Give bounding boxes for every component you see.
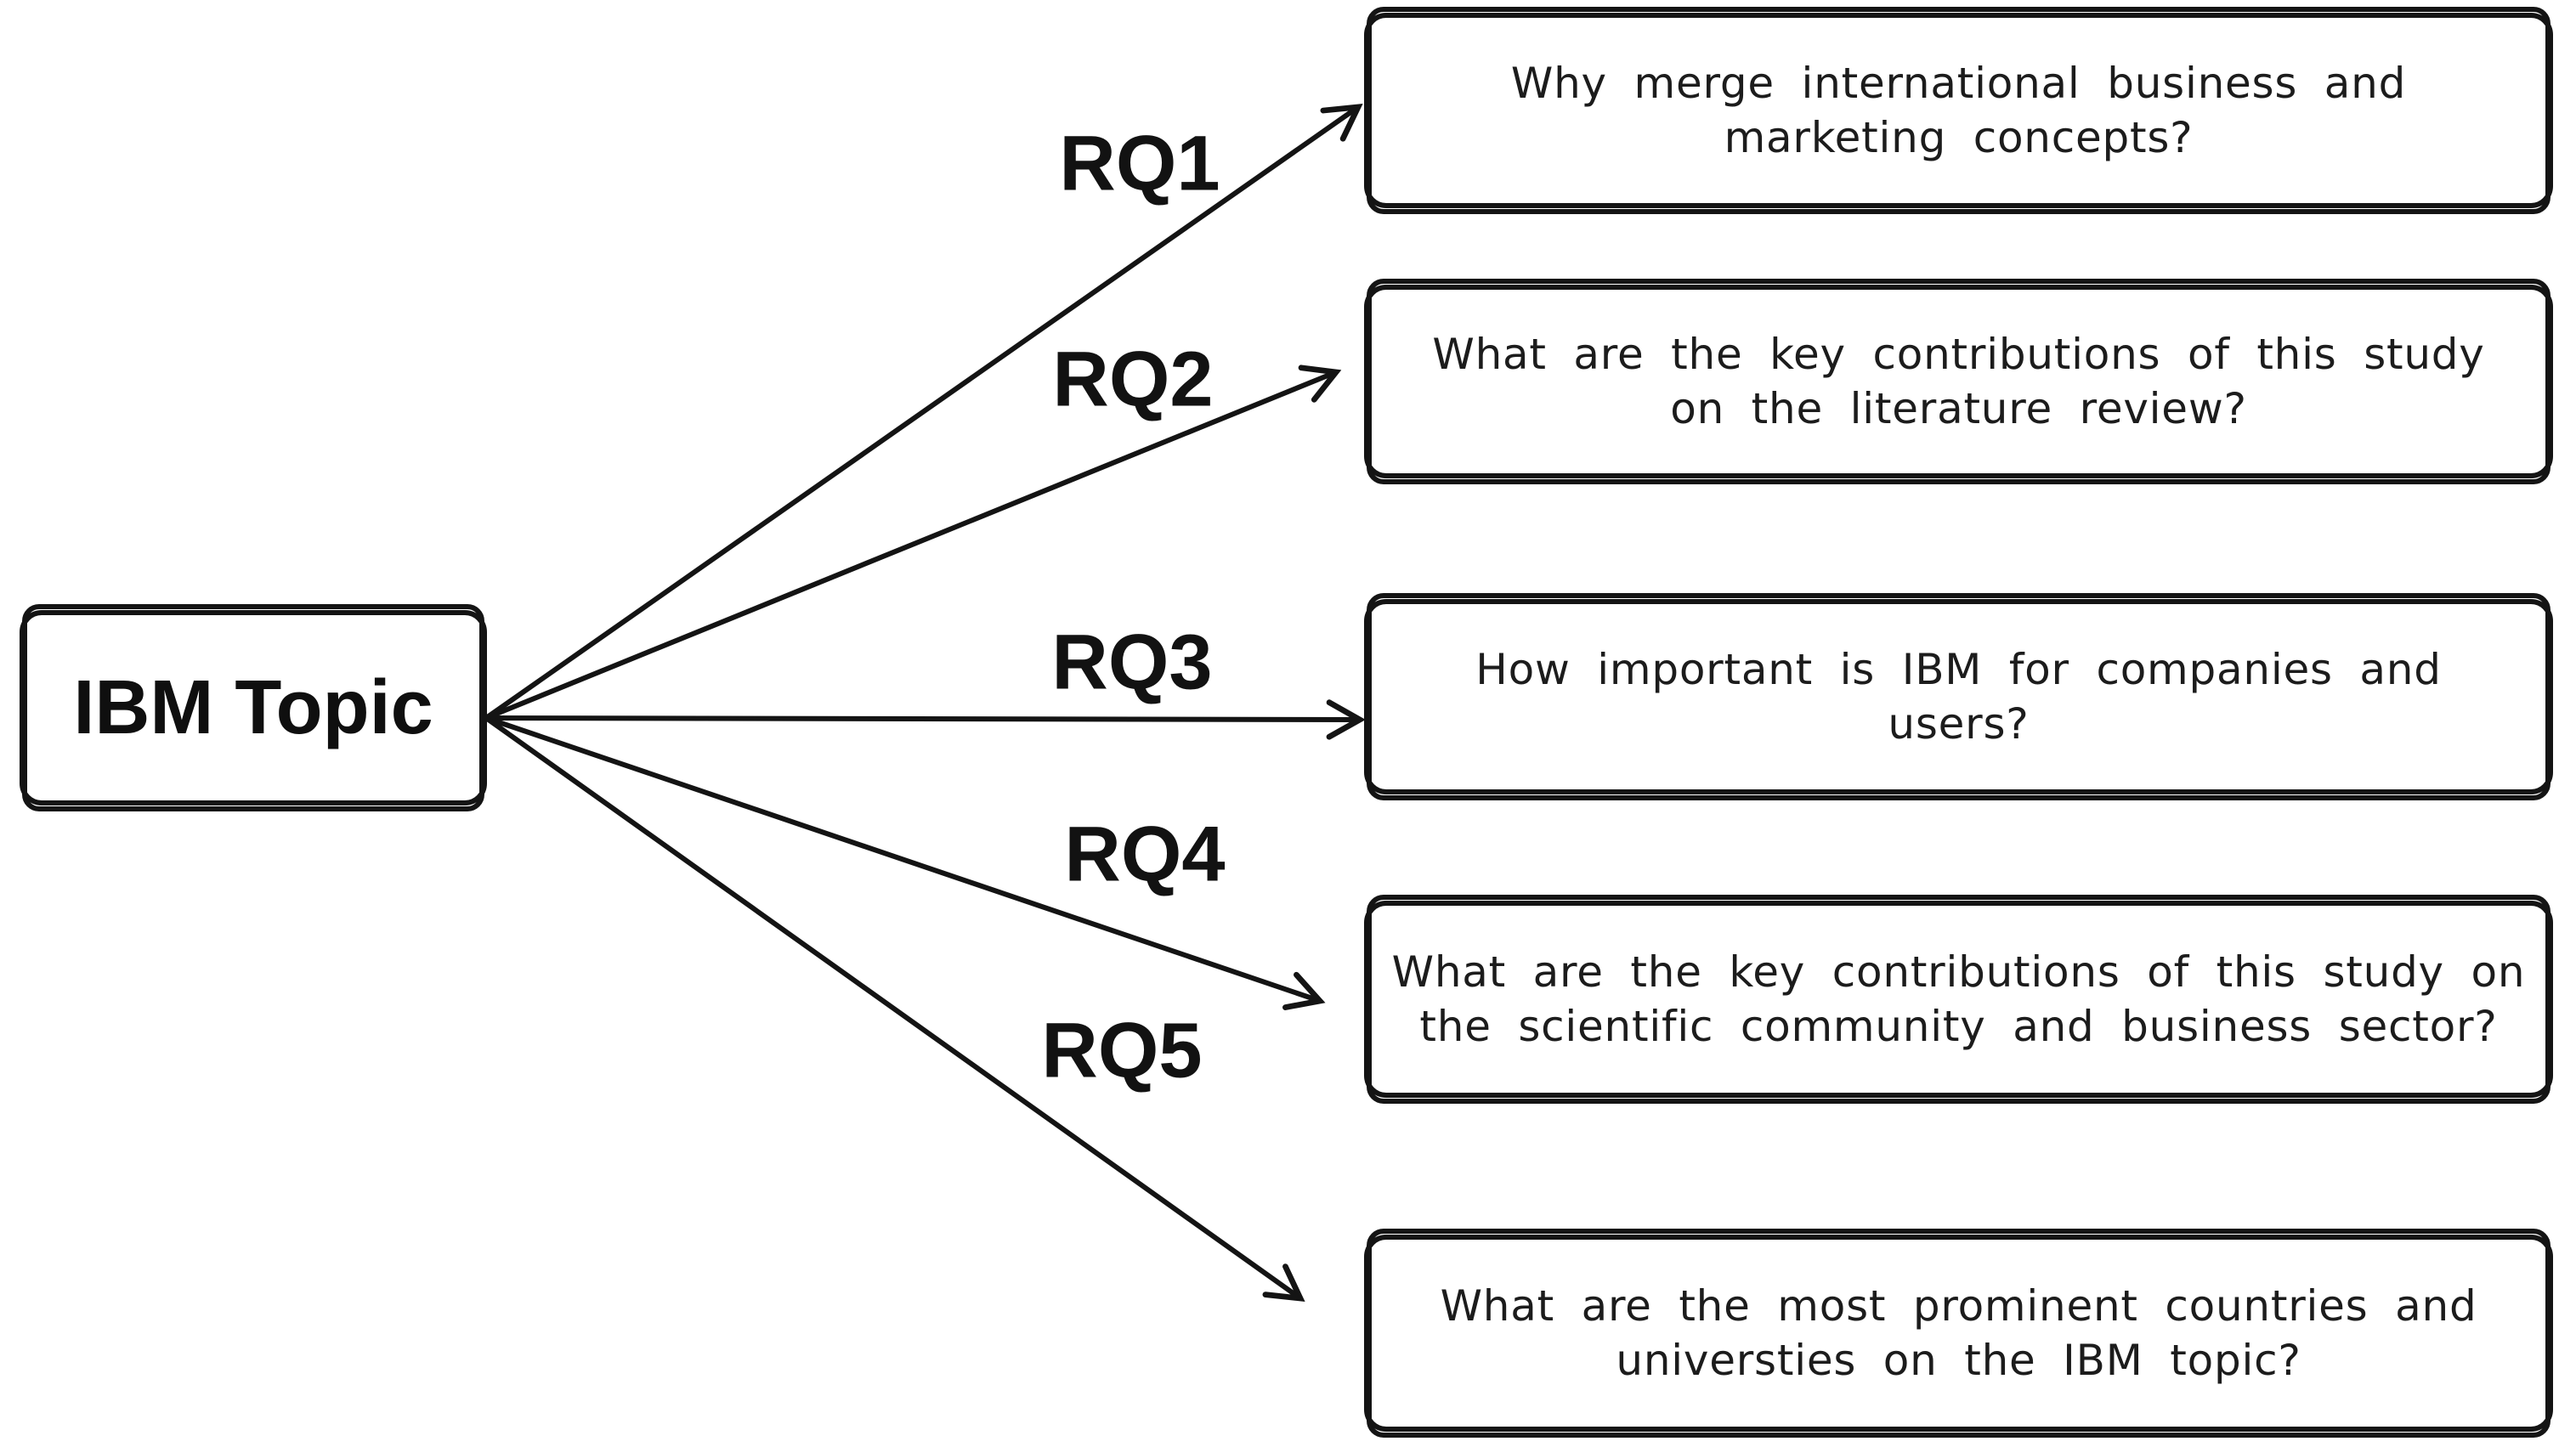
rq3-question-box: How important is IBM for companies and u… [1364, 593, 2553, 800]
question-line: What are the key contributions of this s… [1432, 330, 2485, 379]
question-line: What are the most prominent countries an… [1440, 1281, 2477, 1331]
rq2-label: RQ2 [1052, 336, 1214, 423]
rq5-label: RQ5 [1041, 1007, 1203, 1094]
rq4-label: RQ4 [1064, 811, 1226, 898]
question-line: What are the key contributions of this s… [1391, 947, 2526, 997]
rq2-arrow [484, 372, 1336, 721]
rq1-arrow [484, 107, 1358, 721]
rq2-question-box: What are the key contributions of this s… [1364, 279, 2553, 484]
rq1-label: RQ1 [1059, 120, 1220, 207]
question-line: on the literature review? [1670, 384, 2247, 433]
rq4-question-box: What are the key contributions of this s… [1364, 895, 2553, 1104]
rq3-label: RQ3 [1051, 619, 1213, 706]
rq5-arrow [484, 715, 1300, 1298]
rq1-question-box: Why merge international business and mar… [1364, 7, 2553, 214]
question-line: How important is IBM for companies and [1475, 645, 2442, 694]
question-line: the scientific community and business se… [1419, 1002, 2498, 1051]
ibm-topic-label: IBM Topic [73, 664, 433, 750]
question-line: Why merge international business and [1510, 59, 2407, 108]
question-line: marketing concepts? [1724, 113, 2194, 162]
rq5-question-box: What are the most prominent countries an… [1364, 1229, 2553, 1438]
question-line: universties on the IBM topic? [1616, 1336, 2301, 1385]
rq4-arrow [485, 715, 1320, 1001]
question-line: users? [1888, 699, 2030, 749]
rq3-arrow [485, 718, 1360, 720]
ibm-topic-node: IBM Topic [20, 604, 487, 811]
